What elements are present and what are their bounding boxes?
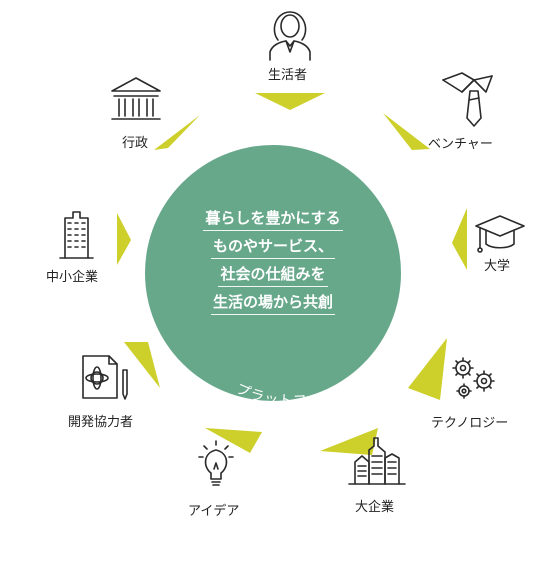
center-circle — [145, 145, 401, 401]
graduation-cap-icon — [475, 215, 525, 253]
label-sme: 中小企業 — [46, 270, 99, 285]
necktie-icon — [442, 72, 493, 127]
arrow-lower-left — [124, 342, 160, 388]
label-government: 行政 — [122, 136, 149, 151]
lightbulb-icon — [198, 440, 234, 486]
center-line-2: ものやサービス、 — [210, 234, 335, 259]
arrow-bottom-right — [320, 428, 378, 455]
center-text: 暮らしを豊かにする ものやサービス、 社会の仕組みを 生活の場から共創 — [168, 206, 378, 318]
arrow-left — [117, 213, 131, 265]
top-arc-text: オープンイノベーションの — [213, 83, 391, 133]
government-building-icon — [111, 77, 161, 120]
label-development-partner: 開発協力者 — [68, 415, 134, 430]
arrow-top — [255, 93, 325, 110]
label-university: 大学 — [484, 259, 511, 274]
arrow-right — [452, 208, 467, 270]
label-technology: テクノロジー — [431, 416, 509, 431]
label-consumer: 生活者 — [268, 68, 308, 83]
arrow-lower-right — [408, 338, 447, 400]
document-pen-icon — [82, 355, 128, 400]
person-icon — [269, 11, 311, 61]
gears-icon — [452, 357, 495, 399]
arrow-bottom-left — [205, 428, 262, 453]
center-line-3: 社会の仕組みを — [218, 262, 328, 287]
label-large-enterprise: 大企業 — [355, 500, 395, 515]
arrows — [117, 93, 467, 455]
center-line-4: 生活の場から共創 — [210, 290, 335, 315]
skyscrapers-icon — [348, 437, 406, 485]
arrow-top-left — [154, 115, 200, 150]
office-building-icon — [59, 211, 94, 259]
arrow-top-right — [383, 113, 430, 150]
label-idea: アイデア — [188, 504, 240, 519]
center-line-1: 暮らしを豊かにする — [203, 206, 343, 231]
label-venture: ベンチャー — [428, 137, 493, 152]
